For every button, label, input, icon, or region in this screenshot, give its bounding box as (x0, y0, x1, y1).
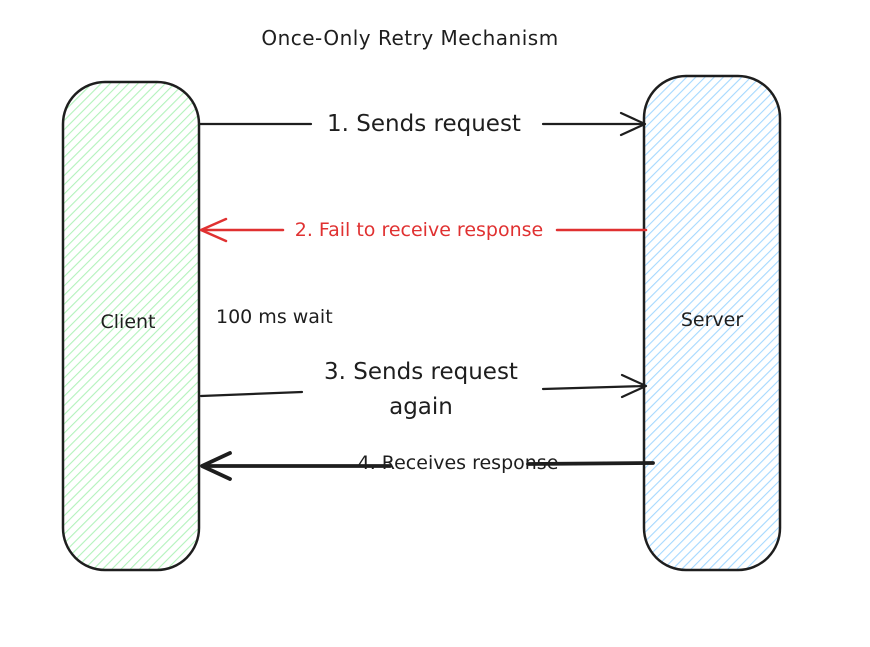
arrow-1-sends-request (198, 111, 647, 137)
diagram-title: Once-Only Retry Mechanism (261, 26, 559, 50)
arrow-3-head-right-icon (620, 373, 648, 399)
arrow-4-receives-response (200, 451, 655, 481)
client-label: Client (100, 311, 156, 333)
client-box (61, 80, 201, 572)
server-label: Server (680, 309, 744, 331)
arrow-1-label: 1. Sends request (327, 111, 521, 137)
server-box (642, 74, 782, 572)
arrow-4-label: 4. Receives response (357, 452, 559, 474)
arrow-2-fail-response (199, 217, 648, 243)
arrow-3-sends-again (199, 373, 648, 399)
arrow-1-head-right-icon (619, 111, 647, 137)
arrow-4-line-right (526, 461, 655, 466)
arrow-2-label: 2. Fail to receive response (294, 219, 544, 241)
arrow-3-label: 3. Sends request again (324, 359, 518, 420)
arrow-3-line-right (541, 384, 647, 391)
arrow-3-line-left (199, 390, 304, 398)
wait-annotation: 100 ms wait (216, 306, 333, 328)
